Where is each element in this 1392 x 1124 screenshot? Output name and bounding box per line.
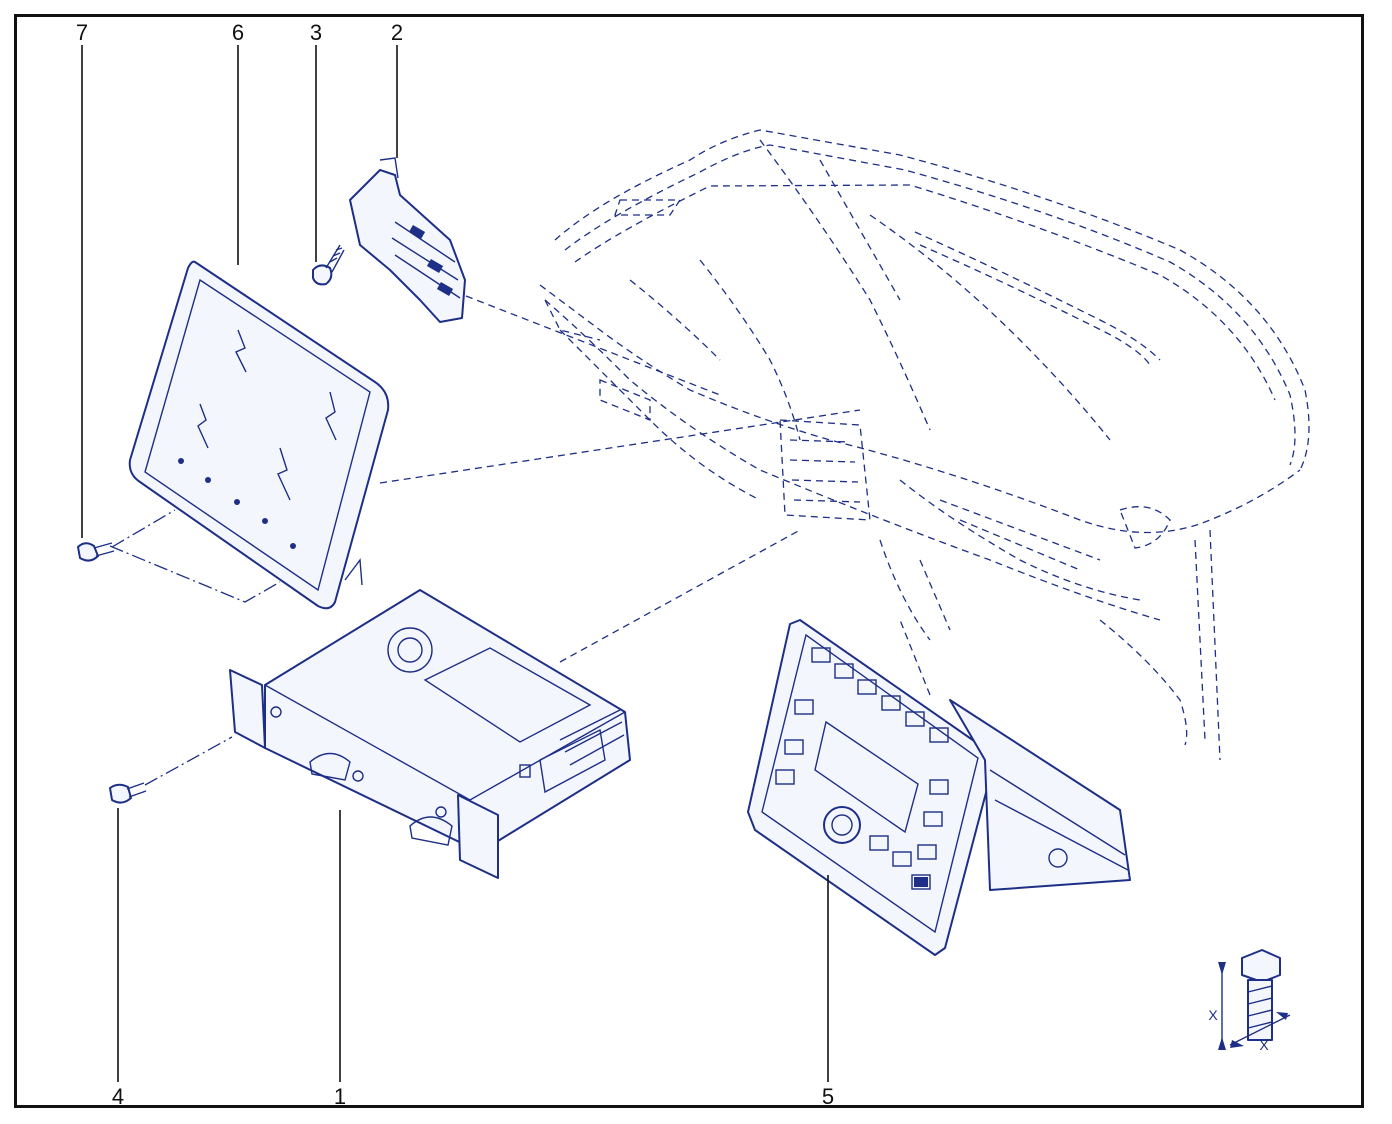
callout-labels: 7 6 3 2 4 1 5 [76, 20, 834, 1109]
bolt-dimension-symbol: X X [1208, 949, 1291, 1053]
callout-5: 5 [822, 1084, 834, 1109]
screw-part-3 [312, 244, 345, 286]
callout-leaders [81, 45, 829, 1082]
dimension-x-diagonal: X [1259, 1037, 1269, 1053]
switch-module-part [349, 157, 466, 323]
diagram-frame [14, 14, 1364, 1108]
dashboard-outline [539, 129, 1310, 761]
assembly-leader-lines [379, 295, 931, 696]
callout-7: 7 [76, 20, 88, 45]
callout-2: 2 [391, 20, 403, 45]
callout-3: 3 [310, 20, 322, 45]
dimension-x-vertical: X [1208, 1007, 1218, 1023]
screw-part-4 [109, 736, 233, 804]
callout-6: 6 [232, 20, 244, 45]
radio-unit-part [229, 589, 631, 879]
display-screen-part [128, 260, 390, 610]
callout-4: 4 [112, 1084, 124, 1109]
callout-1: 1 [334, 1084, 346, 1109]
screw-part-7 [77, 509, 281, 603]
radio-head-unit-part [747, 619, 1131, 956]
radio-button-grid [775, 647, 949, 890]
